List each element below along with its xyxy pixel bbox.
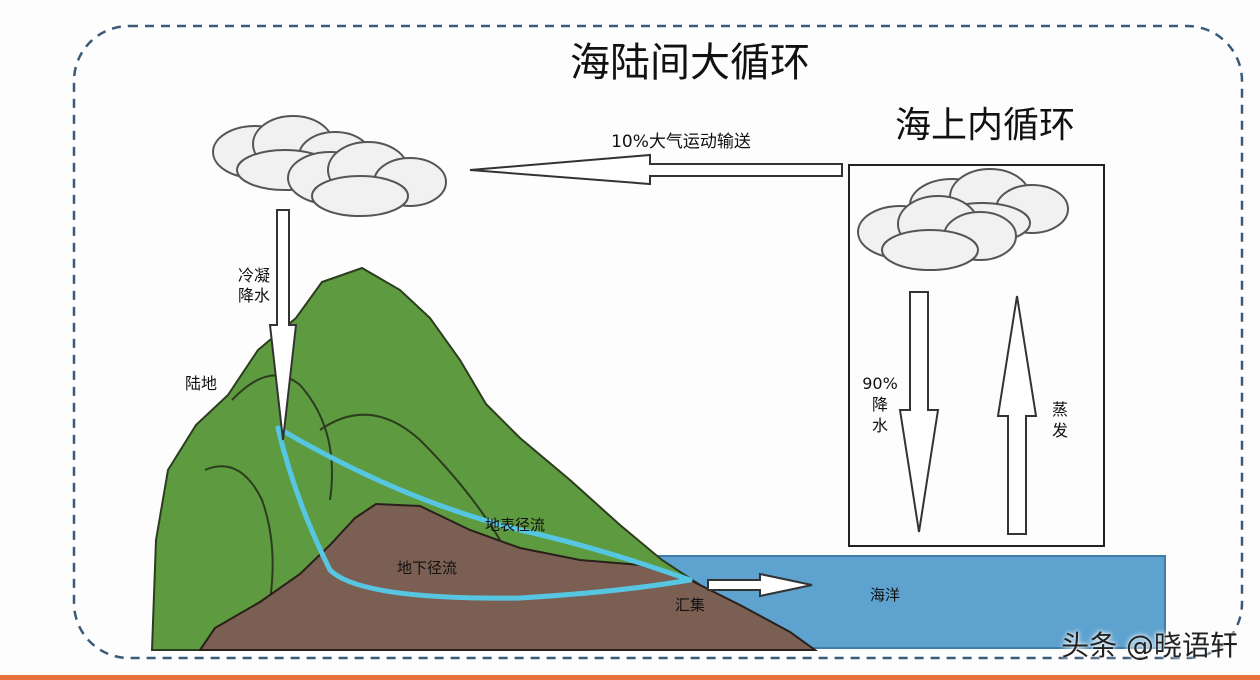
surface-runoff-label: 地表径流 — [485, 516, 545, 534]
condensation-label-line1: 冷凝 — [238, 266, 270, 285]
surface-runoff-line — [275, 425, 693, 583]
mountain-ridge — [204, 465, 274, 601]
land-label: 陆地 — [185, 374, 217, 393]
condensation-arrow — [268, 209, 298, 441]
underground-runoff-line — [275, 425, 693, 601]
diagram-title: 海陆间大循环 — [570, 40, 810, 86]
outer-dashed-frame — [72, 24, 1244, 660]
transport-label: 10%大气运动输送 — [611, 132, 751, 152]
condensation-label-line2: 降水 — [238, 286, 270, 305]
mountain-ridge — [231, 374, 333, 501]
transport-arrow — [469, 153, 843, 186]
evaporation-arrow — [996, 295, 1038, 535]
evaporation-label-line1: 蒸 — [1052, 400, 1068, 419]
evaporation-label-line2: 发 — [1052, 421, 1068, 440]
confluence-label: 汇集 — [675, 596, 705, 614]
sea-cycle-box — [848, 164, 1105, 547]
ocean-label: 海洋 — [870, 586, 900, 604]
watermark: 头条 @晓语轩 — [1061, 629, 1238, 662]
underground-runoff-label: 地下径流 — [397, 559, 457, 577]
soil-layer — [198, 502, 819, 651]
mountain-ridge — [319, 413, 501, 541]
sea-cycle-title: 海上内循环 — [895, 105, 1075, 146]
accent-bar — [0, 675, 1260, 680]
sea-precip-label-line3: 水 — [872, 416, 888, 435]
sea-precipitation-arrow — [898, 291, 940, 533]
sea-precip-label-line2: 降 — [872, 395, 888, 414]
confluence-arrow — [707, 572, 813, 598]
sea-precip-label-line1: 90% — [862, 374, 898, 393]
